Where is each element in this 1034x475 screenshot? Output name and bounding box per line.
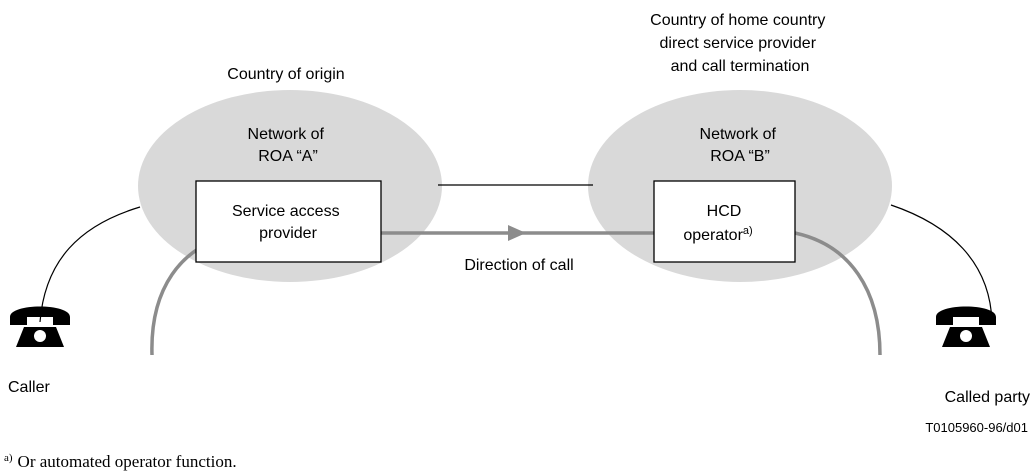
hcd-country-label: Country of home country direct service p… xyxy=(650,12,830,75)
hcd-country-line-2: direct service provider xyxy=(660,35,817,52)
hcd-country-line-1: Country of home country xyxy=(650,12,825,29)
hcd-operator-box xyxy=(653,180,796,263)
figure-code: T0105960-96/d01 xyxy=(925,420,1028,435)
direction-label: Direction of call xyxy=(464,257,573,274)
network-b-line-1: Network of xyxy=(700,126,777,143)
network-b-line-2: ROA “B” xyxy=(710,148,770,165)
network-a-line-1: Network of xyxy=(248,126,325,143)
hcd-operator-label: HCD xyxy=(707,203,742,220)
hcd-operator-line-2: operatora) xyxy=(683,225,752,244)
network-a-line-2: ROA “A” xyxy=(258,148,318,165)
access-provider-box xyxy=(195,180,382,263)
footnote-text: Or automated operator function. xyxy=(18,452,237,471)
footnote: a) Or automated operator function. xyxy=(4,452,237,471)
caller-label: Caller xyxy=(8,379,50,396)
call-path-right xyxy=(794,231,882,356)
direction-arrow-icon xyxy=(508,225,526,241)
footnote-ref-marker: a) xyxy=(743,225,753,237)
caller-telephone-icon xyxy=(10,306,70,347)
origin-country-label: Country of origin xyxy=(227,66,344,83)
network-b-label: Network of ROA “B” xyxy=(700,126,781,165)
called-party-telephone-icon xyxy=(936,306,996,347)
called-party-wire xyxy=(890,204,993,323)
hcd-country-line-3: and call termination xyxy=(671,58,810,75)
caller-wire xyxy=(39,206,141,323)
network-a-label: Network of ROA “A” xyxy=(248,126,329,165)
access-provider-line-2: provider xyxy=(259,225,317,242)
hcd-operator-word: operator xyxy=(683,227,743,244)
access-provider-label: Service access provider xyxy=(232,203,344,242)
called-party-label: Called party xyxy=(945,389,1030,406)
footnote-marker: a) xyxy=(4,452,13,464)
access-provider-line-1: Service access xyxy=(232,203,340,220)
